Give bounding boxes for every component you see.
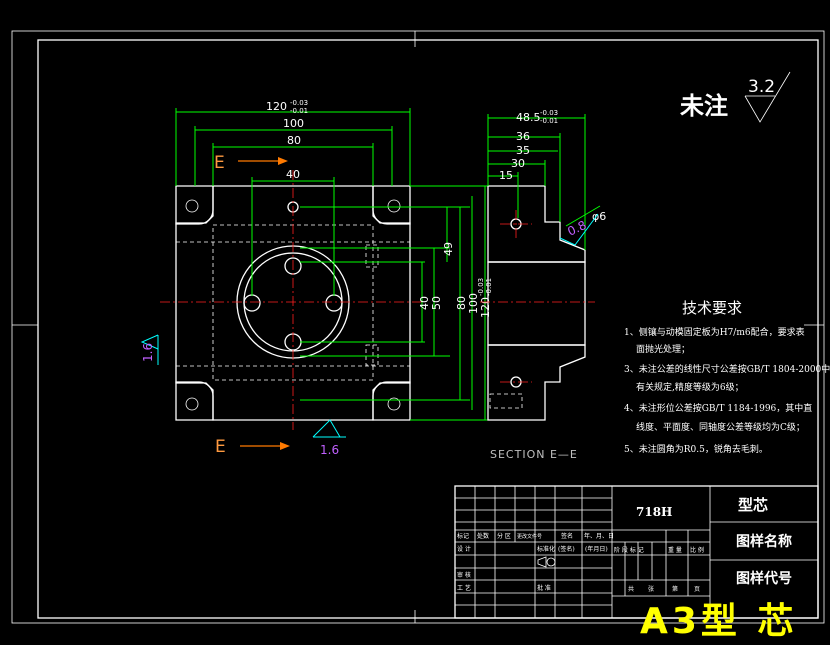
sheet-label-1: 张: [648, 585, 654, 593]
dim-36: 36: [516, 130, 530, 143]
tech-req-item-2: 3、未注公差的线性尺寸公差按GB/T 1804-2000中: [624, 363, 830, 375]
section-mark-top: E: [214, 153, 225, 173]
drawing-code-label: 图样代号: [736, 570, 792, 587]
roughness-left-value: 1.6: [141, 343, 155, 362]
front-dimensions: [175, 108, 490, 421]
row-label-0: 标记: [457, 532, 469, 540]
section-view: [480, 185, 595, 421]
dim-80-h: 80: [287, 134, 301, 147]
stage-label-0: 阶 段 标 记: [614, 546, 644, 554]
roughness-symbol: [744, 71, 791, 123]
tech-req-item-3: 有关规定,精度等级为6级；: [636, 381, 744, 393]
dim-120-h-tol-dn: -0.01: [290, 107, 308, 115]
roughness-left: [140, 334, 159, 365]
tech-req-item-4: 4、未注形位公差按GB/T 1184-1996，其中直: [624, 402, 812, 414]
roughness-bottom: [312, 419, 346, 438]
dim-120-v-tol-up: -0.03: [477, 278, 485, 296]
row-label-4: 签名: [561, 532, 573, 540]
std-label: 标准化: [537, 545, 555, 553]
tech-req-title: 技术要求: [682, 299, 742, 317]
section-mark-bottom: E: [215, 437, 226, 457]
dim-40-h: 40: [286, 168, 300, 181]
dim-35: 35: [516, 144, 530, 157]
approve-label: 批 准: [537, 584, 551, 592]
projection-symbol: [537, 556, 556, 568]
dim-120-h-tol-up: -0.03: [290, 99, 308, 107]
row-label-1: 处数: [477, 532, 489, 540]
row-label-5: 年、月、日: [584, 532, 614, 540]
tech-req-item-0: 1、侧镶与动模固定板为H7/m6配合，要求表: [624, 326, 805, 338]
tech-req-item-5: 线度、平面度、同轴度公差等级均为C级；: [636, 421, 805, 433]
section-label: SECTION E—E: [490, 448, 578, 461]
dim-120-v-tol-dn: -0.01: [485, 278, 493, 296]
dim-49-v: 49: [442, 242, 455, 256]
drawing-name-label: 图样名称: [736, 533, 792, 550]
inner-frame: [37, 39, 819, 619]
dim-48-5-tol-up: -0.03: [540, 109, 558, 117]
dim-48-5: 48.5: [516, 111, 541, 124]
designer-label: 设 计: [457, 545, 471, 553]
tech-req-item-6: 5、未注圆角为R0.5，锐角去毛刺。: [624, 443, 768, 455]
tech-req-item-1: 面抛光处理；: [636, 343, 690, 355]
title-block: [454, 485, 819, 619]
stage-label-2: 比 例: [690, 546, 704, 554]
part-name: 型芯: [738, 496, 768, 514]
std-date: (年月日): [585, 545, 608, 553]
dim-120-h: 120: [266, 100, 287, 113]
dim-30: 30: [511, 157, 525, 170]
row-label-3: 更改文件号: [517, 533, 542, 540]
stage-label-1: 重 量: [668, 546, 682, 554]
dim-phi6: φ6: [592, 210, 606, 223]
roughness-bottom-value: 1.6: [320, 443, 339, 457]
dim-40-v: 40: [418, 296, 431, 310]
sheet-label-2: 第: [672, 585, 678, 593]
dim-48-5-tol-dn: -0.01: [540, 117, 558, 125]
sheet-format-label: A3型 芯: [640, 601, 798, 642]
dim-120-v: 120: [479, 297, 492, 318]
sheet-label-3: 页: [694, 586, 700, 593]
review-label: 审 核: [457, 571, 471, 579]
dim-50-v: 50: [430, 296, 443, 310]
process-label: 工 艺: [457, 584, 471, 592]
roughness-side: [559, 213, 599, 246]
row-label-2: 分 区: [497, 532, 511, 540]
material: 718H: [636, 505, 672, 519]
dim-100-v: 100: [467, 293, 480, 314]
std-sign: (签名): [558, 545, 575, 553]
dim-80-v: 80: [455, 296, 468, 310]
roughness-value: 3.2: [748, 77, 775, 97]
front-view: [160, 170, 425, 430]
dim-100-h: 100: [283, 117, 304, 130]
outer-frame: [11, 30, 825, 624]
dim-15: 15: [499, 169, 513, 182]
side-dimensions: [487, 114, 601, 250]
sheet-label-0: 共: [628, 585, 634, 593]
roughness-label: 未注: [680, 91, 728, 120]
